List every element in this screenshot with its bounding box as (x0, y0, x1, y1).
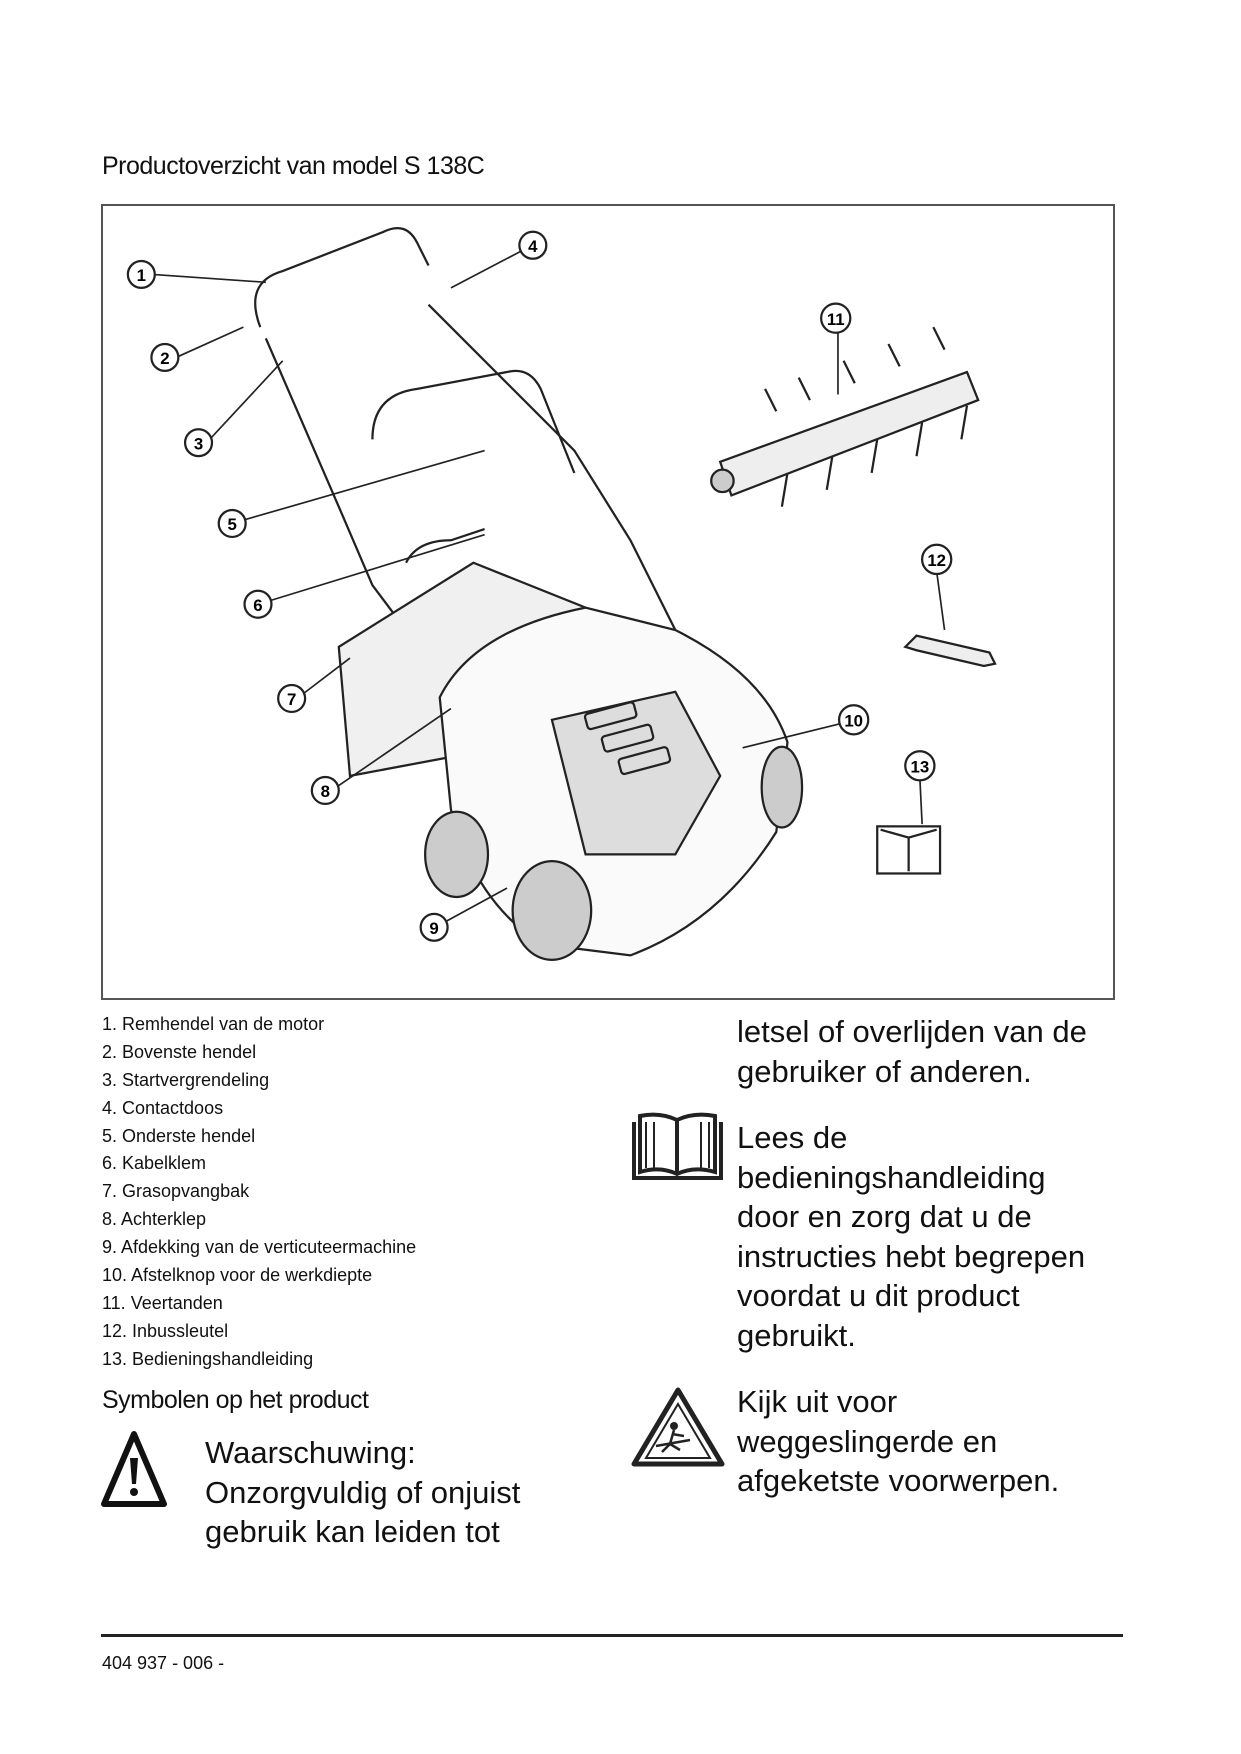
svg-text:13: 13 (911, 758, 930, 777)
svg-text:2: 2 (160, 349, 169, 368)
text-line: bedieningshandleiding (737, 1159, 1046, 1195)
svg-text:12: 12 (927, 551, 946, 570)
list-item: 1. Remhendel van de motor (102, 1014, 325, 1034)
callout-3: 3 (183, 428, 214, 458)
list-item: 4. Contactdoos (102, 1097, 224, 1118)
list-item: 11. Veertanden (102, 1292, 223, 1313)
callout-9: 9 (419, 912, 449, 942)
callout-layer: 1 2 3 4 5 6 7 8 9 10 11 12 13 (126, 230, 953, 942)
text-line: gebruiker of anderen. (737, 1053, 1032, 1089)
page-title: Productoverzicht van model S 138C (102, 152, 485, 180)
text-line: Onzorgvuldig of onjuist (205, 1474, 521, 1510)
warning-text-continued: letsel of overlijden van de gebruiker of… (737, 1012, 1157, 1091)
warning-triangle-icon (101, 1431, 167, 1507)
callout-4: 4 (518, 230, 548, 260)
callout-13: 13 (904, 750, 936, 782)
callout-12: 12 (920, 543, 953, 576)
svg-text:9: 9 (429, 919, 438, 938)
thrown-objects-warning-icon (631, 1387, 725, 1467)
list-item: 8. Achterklep (102, 1209, 207, 1230)
list-item: 3. Startvergrendeling (102, 1069, 270, 1090)
warning-text: Waarschuwing: Onzorgvuldig of onjuist ge… (205, 1433, 605, 1552)
text-line: Waarschuwing: (205, 1435, 416, 1470)
text-line: weggeslingerde en (737, 1423, 998, 1459)
list-item: 10. Afstelknop voor de werkdiepte (102, 1265, 373, 1286)
text-line: afgeketste voorwerpen. (737, 1463, 1060, 1498)
svg-text:10: 10 (844, 712, 863, 731)
text-line: voordat u dit product (737, 1278, 1020, 1313)
mower-illustration (152, 226, 997, 961)
callout-8: 8 (310, 775, 340, 806)
document-number: 404 937 - 006 - (102, 1653, 225, 1673)
svg-text:11: 11 (827, 310, 845, 329)
callout-7: 7 (277, 683, 307, 714)
svg-text:3: 3 (194, 434, 203, 453)
list-item: 5. Onderste hendel (102, 1125, 256, 1146)
svg-text:5: 5 (228, 515, 237, 534)
list-item: 12. Inbussleutel (102, 1320, 229, 1341)
thrown-objects-text: Kijk uit voor weggeslingerde en afgekets… (737, 1382, 1157, 1501)
list-item: 2. Bovenste hendel (102, 1041, 257, 1062)
text-line: Kijk uit voor (737, 1384, 898, 1419)
list-item: 9. Afdekking van de verticuteermachine (102, 1237, 417, 1258)
text-line: Lees de (737, 1120, 848, 1155)
list-item: 7. Grasopvangbak (102, 1181, 250, 1202)
parts-list: 1. Remhendel van de motor 2. Bovenste he… (102, 1012, 416, 1375)
text-line: gebruikt. (737, 1317, 856, 1353)
list-item: 13. Bedieningshandleiding (102, 1348, 314, 1369)
read-manual-text: Lees de bedieningshandleiding door en zo… (737, 1118, 1157, 1355)
callout-5: 5 (217, 508, 247, 539)
text-line: letsel of overlijden van de (737, 1014, 1087, 1049)
svg-text:6: 6 (253, 596, 262, 615)
callout-10: 10 (837, 704, 870, 736)
callout-2: 2 (150, 342, 180, 373)
callout-11: 11 (820, 302, 852, 334)
section-heading: Symbolen op het product (102, 1386, 369, 1414)
list-item: 6. Kabelklem (102, 1153, 207, 1174)
svg-text:8: 8 (321, 782, 330, 801)
callout-6: 6 (243, 589, 273, 619)
svg-text:1: 1 (137, 266, 146, 285)
callout-1: 1 (126, 259, 156, 290)
book-manual-icon (632, 1112, 723, 1180)
text-line: instructies hebt begrepen (737, 1238, 1086, 1274)
text-line: door en zorg dat u de (737, 1199, 1032, 1234)
svg-text:7: 7 (287, 690, 296, 709)
footer-divider (101, 1634, 1123, 1637)
svg-text:4: 4 (528, 237, 538, 256)
product-overview-figure: 1 2 3 4 5 6 7 8 9 10 11 12 13 (101, 204, 1115, 1000)
text-line: gebruik kan leiden tot (205, 1514, 500, 1549)
